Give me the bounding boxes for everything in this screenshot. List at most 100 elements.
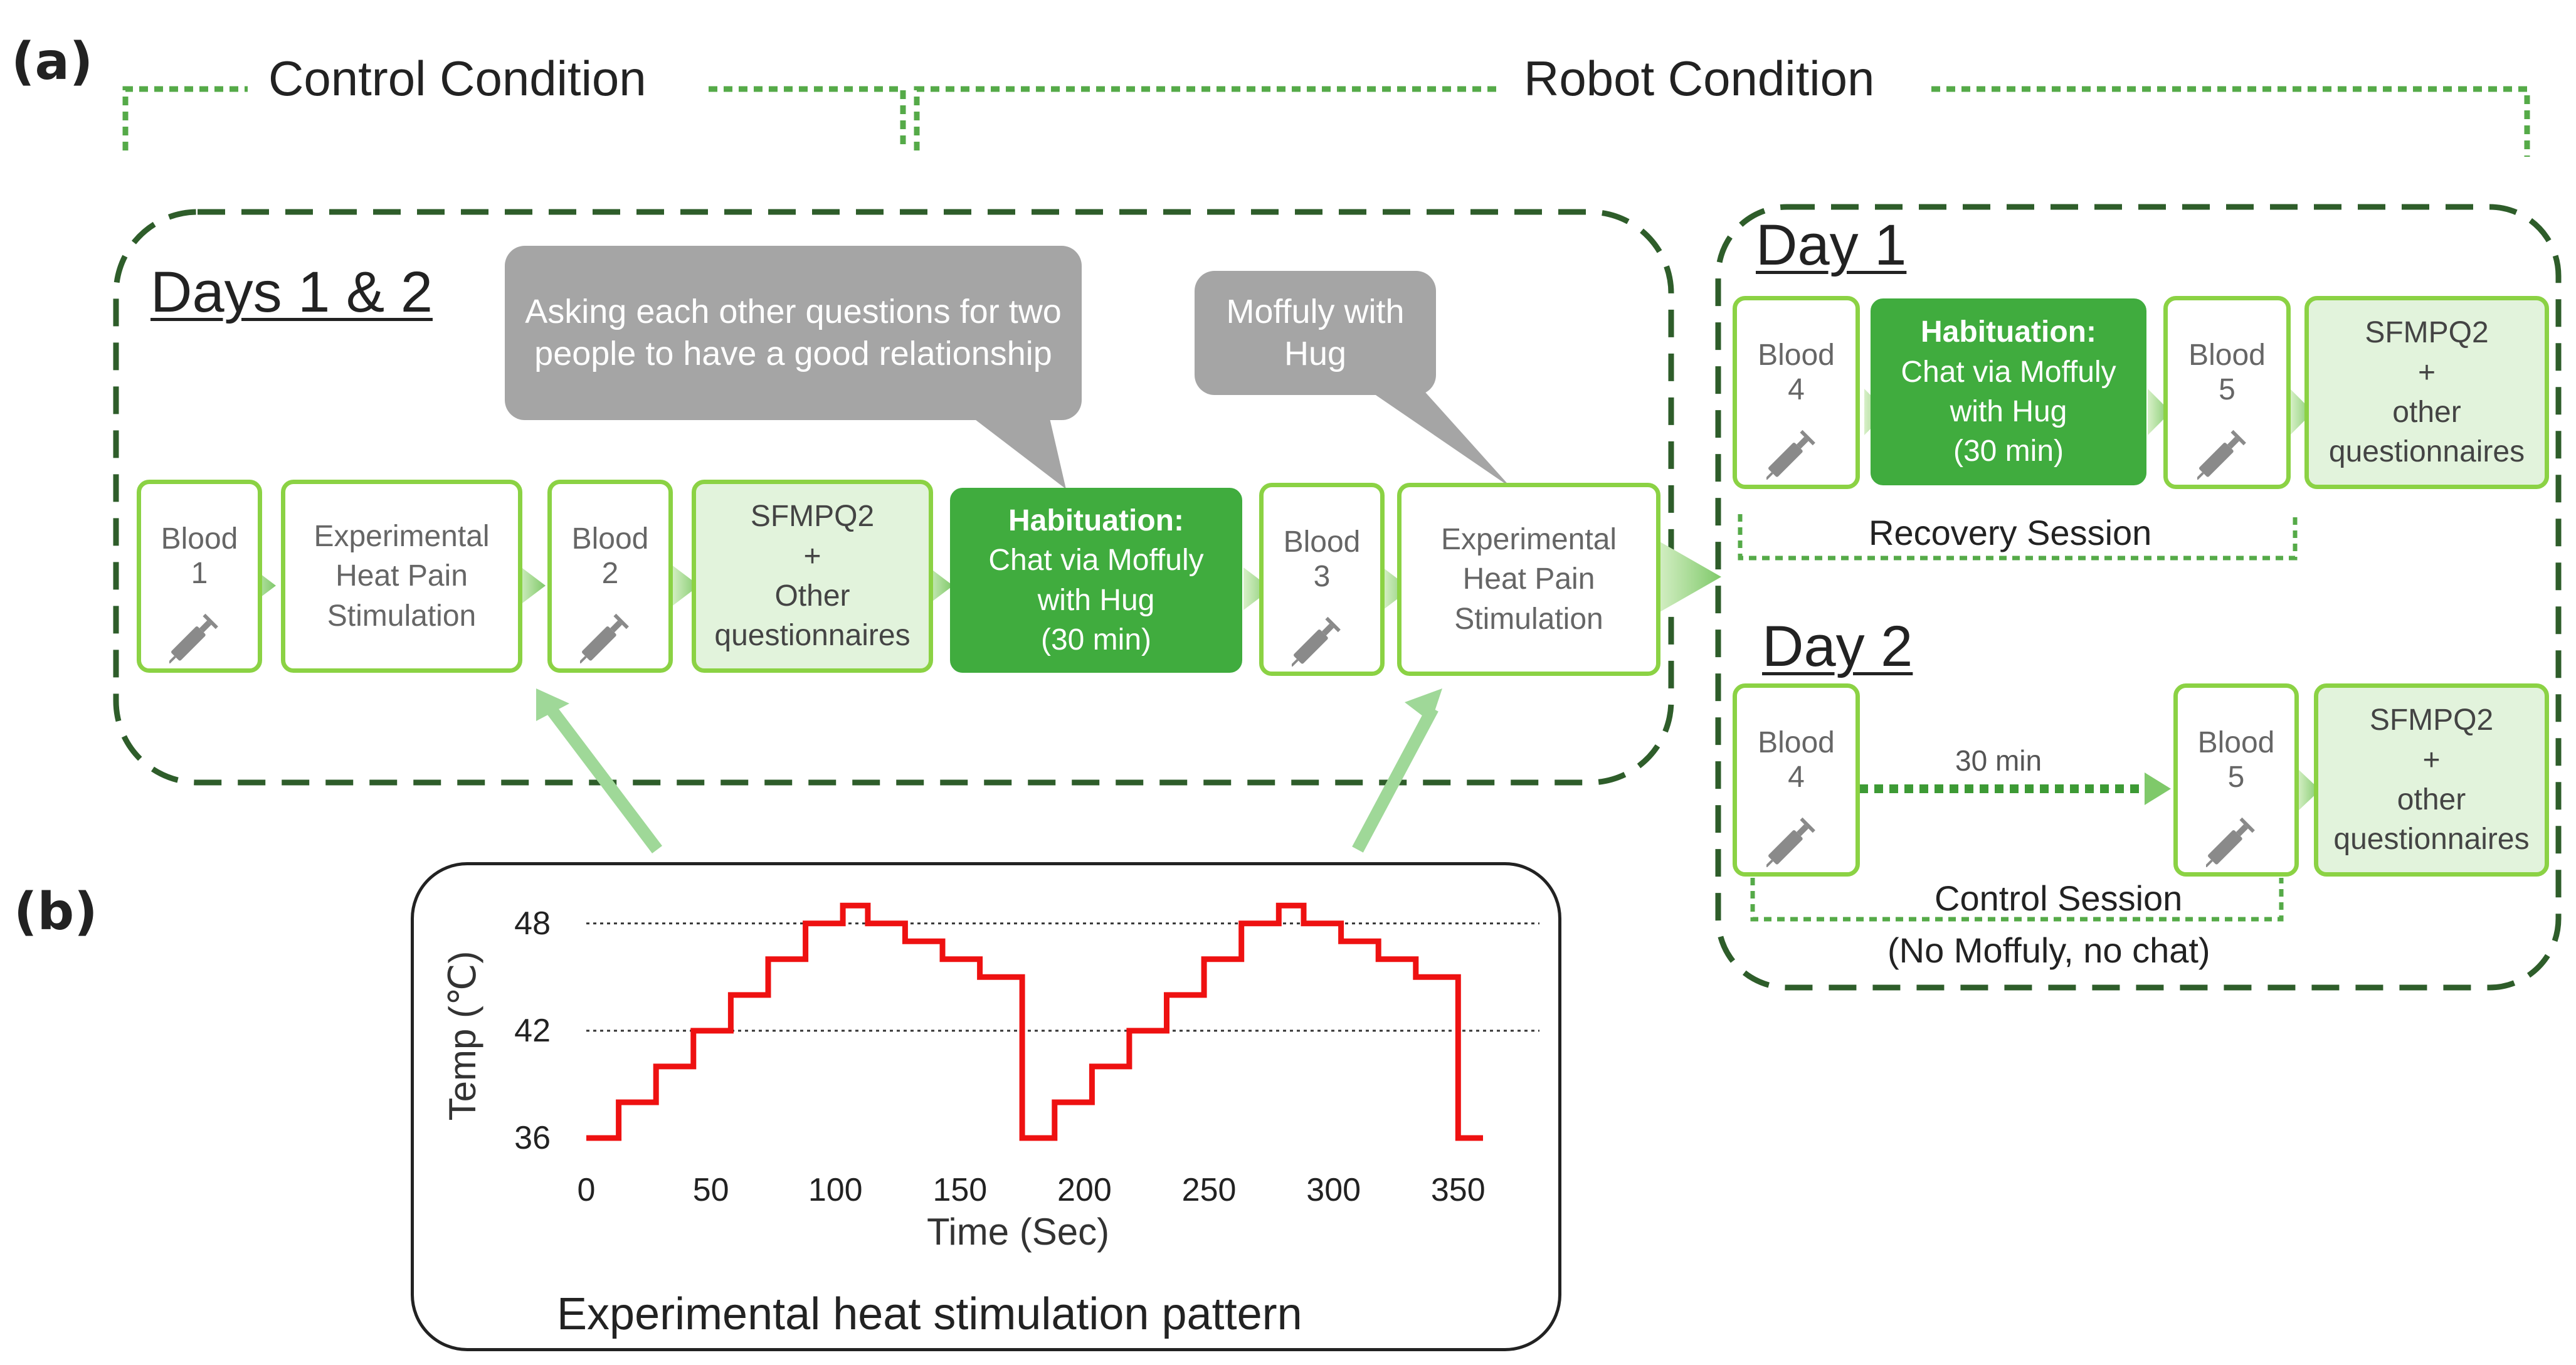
x-tick-label: 150 bbox=[932, 1172, 988, 1208]
box-day2-blood-4-number: 4 bbox=[1788, 761, 1805, 794]
box-blood-3-number: 3 bbox=[1313, 560, 1331, 594]
syringe-icon bbox=[1766, 430, 1815, 480]
pointer-arrowhead-left bbox=[536, 688, 569, 721]
box-blood-1-label: Blood bbox=[161, 522, 238, 556]
x-tick-label: 250 bbox=[1181, 1172, 1237, 1208]
box-blood-1-number: 1 bbox=[191, 557, 208, 591]
box-day1-habituation-line2: with Hug bbox=[1950, 395, 2067, 428]
control-session-bracket bbox=[1750, 878, 2284, 922]
box-habituation-1-line1: Chat via Moffuly bbox=[988, 544, 1204, 577]
x-tick-label: 50 bbox=[692, 1172, 729, 1208]
box-day2-sfmpq2-line2: + bbox=[2422, 743, 2441, 777]
box-habituation-1: Habituation: Chat via Moffuly with Hug (… bbox=[950, 488, 1242, 673]
syringe-icon bbox=[1292, 617, 1341, 667]
bubble1-tail bbox=[959, 408, 1066, 489]
x-tick-label: 350 bbox=[1430, 1172, 1486, 1208]
pointer-arrowhead-right bbox=[1405, 688, 1442, 722]
box-day1-blood-4-label: Blood bbox=[1758, 339, 1835, 372]
panel-b-label: (b) bbox=[14, 882, 98, 942]
box-sfmpq2-1: SFMPQ2 + Other questionnaires bbox=[692, 480, 933, 673]
box-heat-pain-1-line3: Stimulation bbox=[327, 599, 477, 633]
bubble2-tail bbox=[1348, 376, 1511, 488]
recovery-session-bracket bbox=[1738, 514, 2298, 561]
box-day1-blood-5: Blood 5 bbox=[2163, 296, 2291, 489]
thirty-min-arrowhead bbox=[2145, 772, 2171, 805]
box-day2-sfmpq2-line3: other bbox=[2397, 783, 2466, 816]
box-blood-1: Blood 1 bbox=[137, 480, 262, 673]
box-day1-blood-4-number: 4 bbox=[1788, 373, 1805, 407]
y-axis-label: Temp (℃) bbox=[441, 951, 483, 1121]
control-session-note: (No Moffuly, no chat) bbox=[1887, 930, 2210, 970]
box-blood-2-number: 2 bbox=[601, 557, 619, 591]
control-condition-label: Control Condition bbox=[268, 51, 647, 106]
box-heat-pain-1-line1: Experimental bbox=[314, 519, 490, 553]
box-sfmpq2-1-line2: + bbox=[803, 539, 821, 573]
box-day2-sfmpq2: SFMPQ2 + other questionnaires bbox=[2314, 683, 2549, 877]
box-heat-pain-2-line3: Stimulation bbox=[1454, 602, 1603, 636]
condition-brackets bbox=[122, 86, 2530, 157]
y-tick-label: 36 bbox=[514, 1120, 551, 1156]
syringe-icon bbox=[2206, 818, 2255, 868]
thirty-min-label: 30 min bbox=[1955, 744, 2042, 777]
robot-group-outline bbox=[1715, 204, 2562, 991]
day1-title: Day 1 bbox=[1756, 213, 1907, 277]
box-sfmpq2-1-line1: SFMPQ2 bbox=[750, 500, 875, 534]
box-habituation-1-line2: with Hug bbox=[1037, 583, 1155, 617]
box-blood-3: Blood 3 bbox=[1259, 483, 1385, 676]
box-day2-blood-5: Blood 5 bbox=[2173, 683, 2299, 877]
syringe-icon bbox=[1766, 818, 1815, 868]
box-blood-3-label: Blood bbox=[1283, 525, 1361, 559]
box-day2-blood-4-label: Blood bbox=[1758, 726, 1835, 759]
day2-title: Day 2 bbox=[1762, 614, 1913, 678]
y-tick-label: 48 bbox=[514, 905, 551, 942]
box-sfmpq2-1-line3: Other bbox=[774, 579, 850, 613]
box-day1-blood-4: Blood 4 bbox=[1733, 296, 1860, 489]
box-day1-sfmpq2-line2: + bbox=[2417, 356, 2436, 389]
bubble-moffuly-hug: Moffuly with Hug bbox=[1195, 271, 1436, 395]
box-day1-blood-5-label: Blood bbox=[2188, 339, 2266, 372]
box-day1-habituation-line1: Chat via Moffuly bbox=[1901, 355, 2116, 389]
x-tick-label: 100 bbox=[808, 1172, 863, 1208]
box-heat-pain-2-line2: Heat Pain bbox=[1462, 562, 1595, 596]
x-tick-label: 0 bbox=[577, 1172, 596, 1208]
box-heat-pain-2-line1: Experimental bbox=[1440, 522, 1617, 556]
box-heat-pain-1-line2: Heat Pain bbox=[335, 559, 468, 593]
control-session-label: Control Session bbox=[1935, 878, 2183, 918]
box-habituation-1-line3: (30 min) bbox=[1040, 623, 1152, 656]
x-tick-label: 300 bbox=[1306, 1172, 1361, 1208]
chart-title: Experimental heat stimulation pattern bbox=[557, 1289, 1302, 1339]
days12-title: Days 1 & 2 bbox=[150, 260, 433, 324]
robot-condition-label: Robot Condition bbox=[1524, 51, 1875, 106]
box-habituation-1-head: Habituation: bbox=[1008, 503, 1184, 537]
box-day1-blood-5-number: 5 bbox=[2219, 373, 2236, 407]
box-blood-2-label: Blood bbox=[571, 522, 649, 556]
box-day1-sfmpq2-line4: questionnaires bbox=[2328, 435, 2525, 469]
box-day1-sfmpq2-line3: other bbox=[2392, 396, 2461, 429]
x-axis-label: Time (Sec) bbox=[927, 1211, 1110, 1253]
syringe-icon bbox=[580, 614, 629, 664]
syringe-icon bbox=[2197, 430, 2246, 480]
box-day2-blood-5-number: 5 bbox=[2227, 761, 2245, 794]
x-tick-label: 200 bbox=[1057, 1172, 1112, 1208]
box-blood-2: Blood 2 bbox=[547, 480, 673, 673]
box-sfmpq2-1-line4: questionnaires bbox=[714, 619, 911, 653]
box-day1-sfmpq2: SFMPQ2 + other questionnaires bbox=[2304, 296, 2549, 489]
recovery-session-label: Recovery Session bbox=[1869, 513, 2152, 552]
chart-frame bbox=[411, 862, 1561, 1351]
box-day1-sfmpq2-line1: SFMPQ2 bbox=[2365, 316, 2489, 350]
bubble-questions: Asking each other questions for two peop… bbox=[505, 246, 1082, 420]
box-day1-habituation-head: Habituation: bbox=[1921, 315, 2096, 349]
syringe-icon bbox=[169, 614, 218, 664]
box-day1-habituation: Habituation: Chat via Moffuly with Hug (… bbox=[1871, 298, 2146, 485]
days12-group-outline bbox=[113, 209, 1674, 786]
box-heat-pain-2: Experimental Heat Pain Stimulation bbox=[1397, 483, 1660, 676]
series-temperature-line bbox=[586, 902, 1483, 1141]
box-day2-sfmpq2-line4: questionnaires bbox=[2333, 823, 2530, 856]
y-tick-label: 42 bbox=[514, 1012, 551, 1049]
chart-pointer-arrows bbox=[546, 704, 1438, 854]
box-heat-pain-1: Experimental Heat Pain Stimulation bbox=[281, 480, 522, 673]
box-day1-habituation-line3: (30 min) bbox=[1953, 435, 2064, 468]
